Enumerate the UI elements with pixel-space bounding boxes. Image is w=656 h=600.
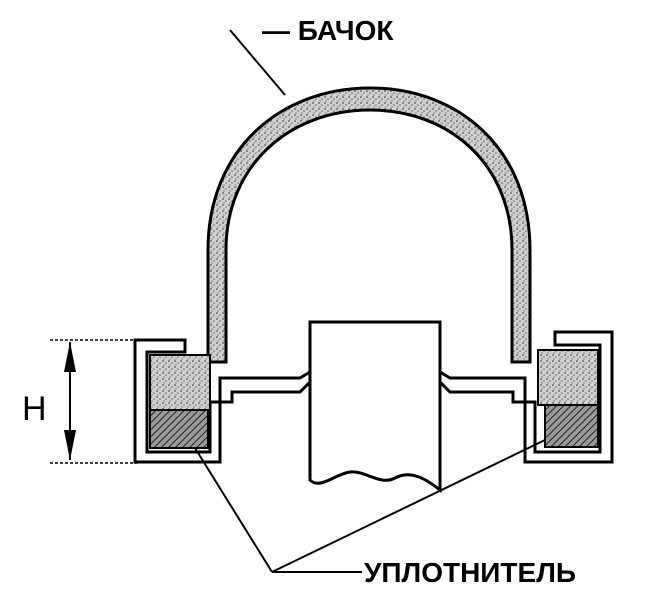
left-sealant <box>149 409 209 449</box>
left-tank-rim <box>149 354 211 411</box>
right-sealant <box>544 404 599 448</box>
sealant-label: УПЛОТНИТЕЛЬ <box>364 557 576 588</box>
tank-body <box>206 86 532 364</box>
tank-label: — БАЧОК <box>262 15 394 46</box>
sealant-leader-lines <box>194 439 546 573</box>
right-channel <box>523 330 614 464</box>
left-channel <box>133 338 222 464</box>
height-label: H <box>22 390 47 428</box>
central-core <box>308 320 442 494</box>
tank-leader-line <box>229 29 286 96</box>
height-dimension <box>50 339 140 464</box>
right-tank-rim <box>537 349 599 406</box>
